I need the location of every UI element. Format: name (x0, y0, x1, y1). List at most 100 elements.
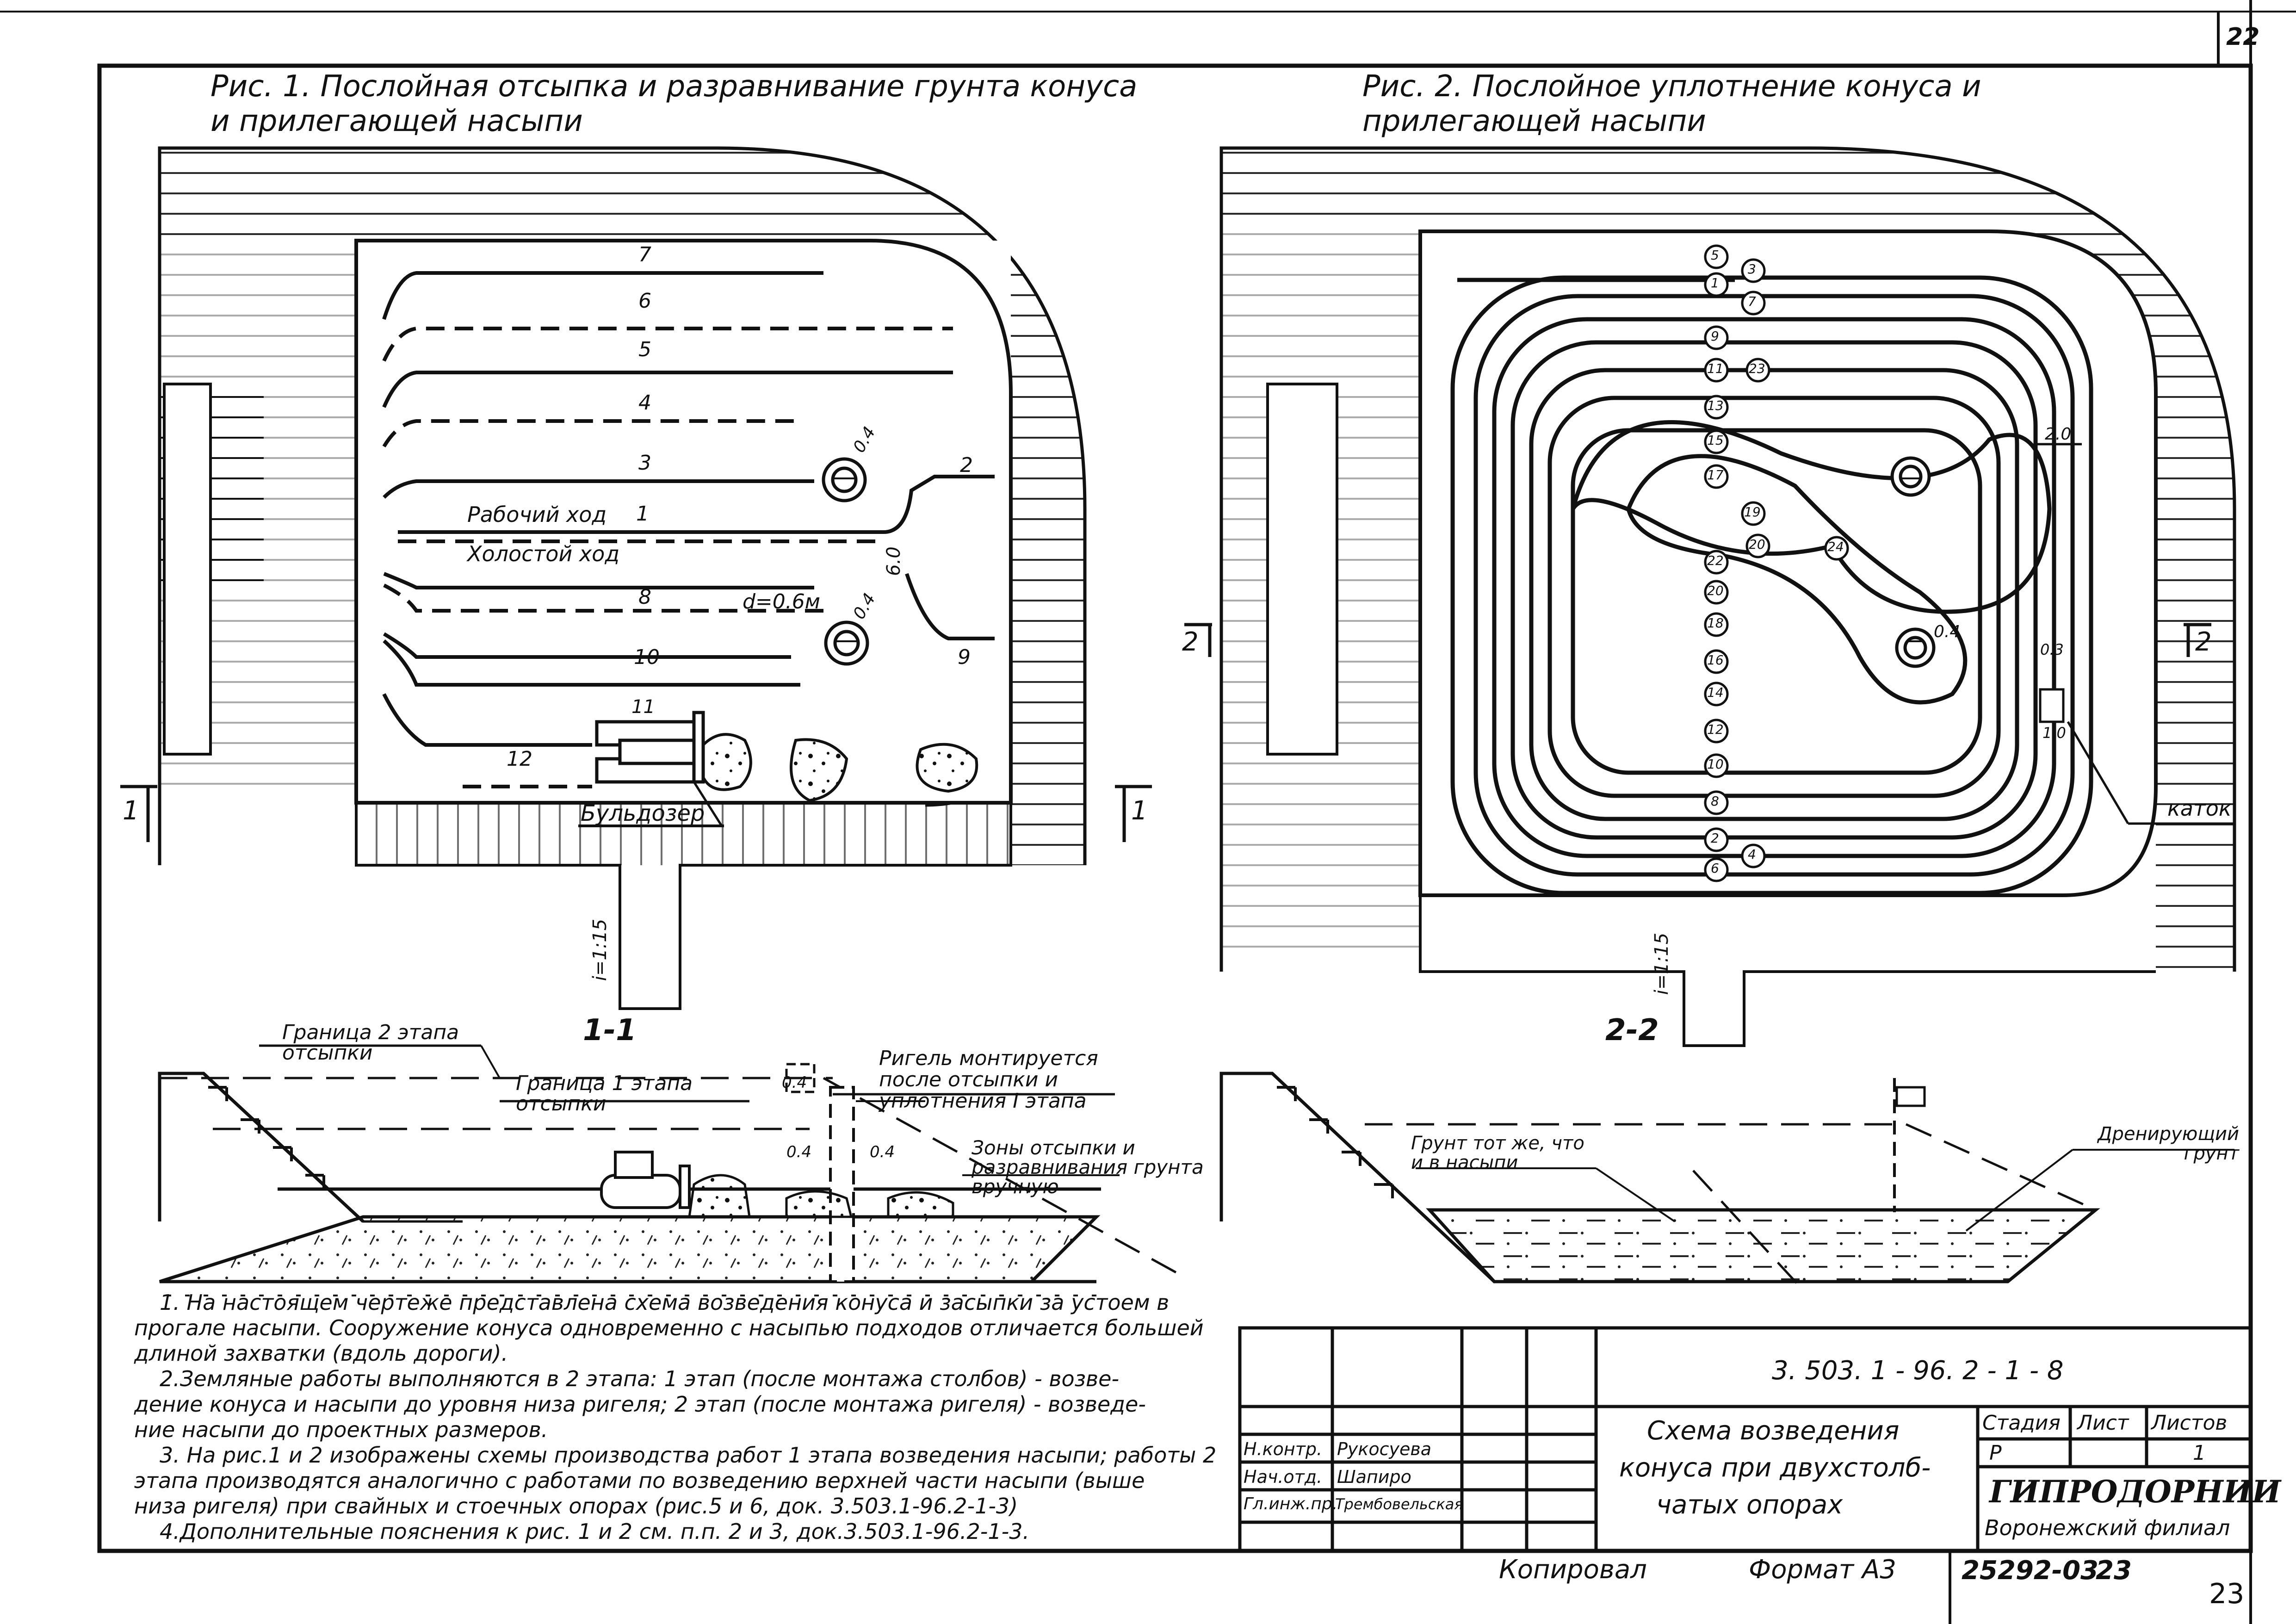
fig1-idle-pass: Холостой ход (467, 541, 620, 566)
fig1-pass-12: 12 (507, 747, 532, 771)
section2-same-soil: Грунт тот же, что и в насыпи (1411, 1133, 1584, 1173)
name-3: Трембовельская (1335, 1495, 1463, 1513)
fig2-pass-2: 2 (1711, 831, 1719, 846)
name-2: Шапиро (1337, 1467, 1411, 1487)
stage-value: Р (1989, 1441, 2002, 1465)
note-line-8: этапа производятся аналогично с работами… (134, 1468, 1145, 1493)
fig1-working-pass: Рабочий ход (467, 502, 607, 527)
bulldozer-icon (595, 711, 705, 784)
fig1-pass-3: 3 (638, 451, 651, 475)
fig2-pass-10: 10 (1707, 756, 1724, 772)
doc-code: 3. 503. 1 - 96. 2 - 1 - 8 (1772, 1356, 2064, 1386)
section-1-1 (158, 1044, 1185, 1296)
fig2-pass-24: 24 (1827, 539, 1844, 554)
fig1-pass-6: 6 (638, 289, 651, 313)
fig1-dim-6: 6.0 (883, 546, 904, 576)
section1-manual-zones: Зоны отсыпки и разравнивания грунта вруч… (972, 1136, 1204, 1198)
fig1-pass-1: 1 (636, 502, 649, 526)
note-line-1: 1. На настоящем чертеже представлена схе… (160, 1290, 1170, 1315)
fig2-pass-11: 11 (1707, 361, 1724, 376)
fig2-pass-6: 6 (1711, 861, 1719, 876)
note-line-6: ние насыпи до проектных размеров. (134, 1417, 548, 1442)
role-2: Нач.отд. (1244, 1467, 1323, 1487)
fig2-pass-7: 7 (1748, 294, 1756, 309)
format-label: Формат А3 (1749, 1555, 1896, 1585)
copied-label: Копировал (1499, 1555, 1647, 1585)
fig2-pass-13: 13 (1707, 398, 1724, 413)
org-name: ГИПРОДОРНИИ (1989, 1474, 2281, 1510)
description-line-1: Схема возведения (1647, 1416, 1900, 1446)
fig1-pass-7: 7 (638, 243, 651, 267)
fig1-plan (120, 146, 1152, 1010)
fig2-pass-19: 19 (1744, 504, 1761, 520)
sheets-header: Листов (2151, 1411, 2228, 1435)
note-line-3: длиной захватки (вдоль дороги). (134, 1341, 508, 1366)
bulldozer-side-icon (600, 1151, 691, 1209)
pass-markers (1704, 244, 1849, 882)
page-number-bottom: 23 (2209, 1578, 2245, 1610)
fig1-section-mark-right: 1 (1131, 796, 1148, 826)
org-branch: Воронежский филиал (1985, 1515, 2230, 1540)
description-line-2: конуса при двухстолб- (1619, 1453, 1931, 1483)
fig2-pass-14: 14 (1707, 685, 1724, 700)
fig2-section-mark-left: 2 (1182, 627, 1199, 657)
section-1-1-label: 1-1 (583, 1013, 637, 1048)
fig1-pass-4: 4 (638, 391, 651, 415)
fig2-pass-9: 9 (1711, 329, 1719, 344)
inventory-sheet: 23 (2096, 1556, 2132, 1586)
fig1-title-line2: и прилегающей насыпи (210, 104, 583, 138)
note-line-10: 4.Дополнительные пояснения к рис. 1 и 2 … (160, 1519, 1030, 1544)
fig2-pass-5: 5 (1711, 248, 1719, 263)
note-line-2: прогале насыпи. Сооружение конуса одновр… (134, 1315, 1204, 1340)
section1-boundary2: Граница 2 этапа отсыпки (282, 1021, 459, 1065)
name-1: Рукосуева (1337, 1439, 1432, 1459)
note-line-5: дение конуса и насыпи до уровня низа риг… (134, 1392, 1146, 1417)
section1-crossbeam: Ригель монтируется после отсыпки и уплот… (879, 1047, 1098, 1113)
section1-dim-c: 0.4 (870, 1143, 895, 1161)
fig2-section-mark-right: 2 (2195, 627, 2212, 657)
fig2-dim-0-4: 0.4 (1934, 622, 1961, 641)
section1-dim-a: 0.4 (782, 1073, 807, 1092)
sheets-value: 1 (2193, 1441, 2206, 1465)
fig2-slope: i=1:15 (1651, 932, 1673, 995)
fig2-title-line1: Рис. 2. Послойное уплотнение конуса и (1362, 69, 1981, 104)
fig1-pass-10: 10 (634, 645, 660, 669)
note-line-4: 2.Земляные работы выполняются в 2 этапа:… (160, 1366, 1120, 1391)
fig2-pass-3: 3 (1748, 261, 1756, 277)
fig1-pass-9: 9 (958, 645, 971, 669)
fig1-diameter: d=0.6м (743, 590, 820, 614)
fig2-title-line2: прилегающей насыпи (1362, 104, 1706, 138)
inventory-number: 25292-03 (1962, 1556, 2098, 1586)
fig2-dim-1-0: 1.0 (2042, 724, 2066, 742)
section-2-2-label: 2-2 (1605, 1013, 1659, 1048)
page-number-top: 22 (2226, 23, 2260, 51)
fig1-pass-2: 2 (960, 453, 973, 477)
fig2-pass-16: 16 (1707, 652, 1724, 668)
section-2-2 (1219, 1072, 2234, 1287)
fig2-pass-23: 23 (1749, 361, 1765, 376)
role-1: Н.контр. (1244, 1439, 1323, 1459)
fig2-pass-20a: 20 (1749, 537, 1765, 552)
note-line-7: 3. На рис.1 и 2 изображены схемы произво… (160, 1443, 1217, 1468)
section2-drain-soil: Дренирующий грунт (2098, 1123, 2239, 1164)
description-line-3: чатых опорах (1656, 1490, 1843, 1520)
sheet-header: Лист (2077, 1411, 2129, 1435)
fig1-slope: i=1:15 (589, 918, 611, 981)
fig2-dim-2-0: 2.0 (2045, 425, 2072, 444)
fig1-pass-11: 11 (631, 696, 655, 718)
fig2-pass-12: 12 (1707, 722, 1724, 737)
fig1-pass-8: 8 (638, 585, 651, 609)
fig1-bulldozer-label: Бульдозер (581, 800, 705, 826)
section1-boundary1: Граница 1 этапа отсыпки (516, 1072, 693, 1116)
stage-header: Стадия (1982, 1411, 2061, 1435)
title-block-grid (1238, 1326, 2253, 1553)
fig2-roller-label: каток (2167, 796, 2232, 821)
fig2-pass-17: 17 (1707, 467, 1724, 483)
section1-dim-b: 0.4 (786, 1143, 812, 1161)
fig2-pass-8: 8 (1711, 793, 1719, 809)
note-line-9: низа ригеля) при свайных и стоечных опор… (134, 1494, 1018, 1519)
role-3: Гл.инж.пр. (1244, 1494, 1338, 1513)
fig2-pass-22: 22 (1707, 553, 1724, 568)
fig2-plan (1184, 146, 2236, 1047)
